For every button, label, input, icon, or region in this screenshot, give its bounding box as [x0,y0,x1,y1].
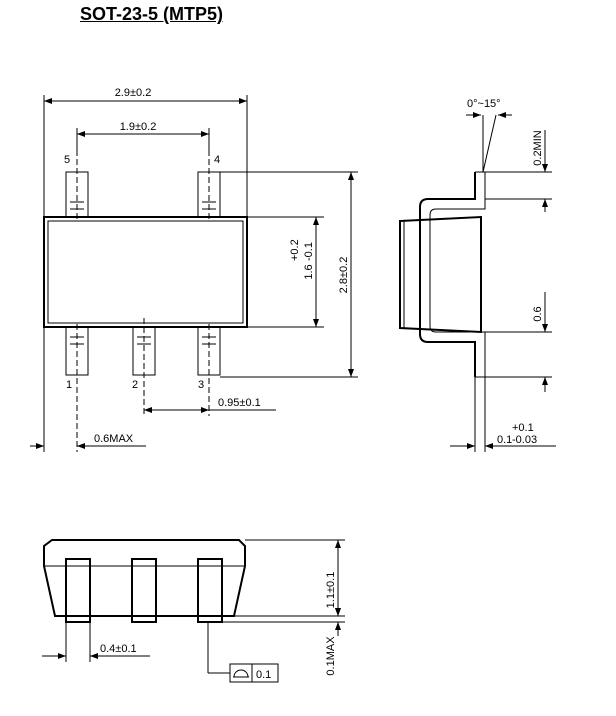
gull-wing-lead-inner [429,172,486,377]
pin-number-2: 2 [132,379,138,391]
front-view: 0.4±0.1 1.1±0.1 0.1MAX 0.1 [42,539,345,683]
dim-lead-min: 0.2MIN [532,130,544,166]
tolerance-frame [229,663,279,683]
top-view: 2.9±0.2 1.9±0.2 5 4 1 2 3 1.6 +0.2 -0.1 … [30,87,358,452]
dim-standoff-max: 0.1MAX [325,636,337,676]
dim-body-width: 1.6 [303,264,315,279]
side-body [399,215,482,334]
front-body [43,539,246,617]
front-lead-3 [197,558,223,623]
dim-total-length: 2.8±0.2 [338,257,350,294]
package-body [43,216,248,328]
gull-wing-lead-outer [419,172,476,377]
package-body-inner [47,220,244,324]
dim-pitch: 0.95±0.1 [218,397,261,409]
front-lead-1 [65,558,91,623]
dim-lead-thickness-tol-plus: +0.1 [512,422,534,434]
side-view: 0°~15° 0.2MIN 0.6 0.1 +0.1 -0.03 [399,98,556,452]
tolerance-frame-value: 0.1 [256,669,271,681]
pin-number-1: 1 [66,379,72,391]
dim-lead-thickness: 0.1 [497,434,512,446]
dim-foot-length: 0.6 [532,306,544,321]
dim-angle: 0°~15° [467,98,501,110]
dim-body-width-tol-minus: -0.1 [303,242,315,261]
dim-lead-width: 0.4±0.1 [100,643,137,655]
dim-body-width-tol-plus: +0.2 [289,239,301,261]
dim-total-width: 2.9±0.2 [115,87,152,99]
front-lead-2 [131,558,157,623]
dim-lead-span: 1.9±0.2 [120,121,157,133]
pin-number-5: 5 [64,154,70,166]
dim-height: 1.1±0.1 [325,572,337,609]
dim-lead-thickness-tol-minus: -0.03 [512,434,537,446]
page-title: SOT-23-5 (MTP5) [80,4,224,24]
flatness-symbol-icon [233,669,249,678]
pin-number-4: 4 [214,154,220,166]
pin-number-3: 3 [198,379,204,391]
dim-offset-max: 0.6MAX [94,433,134,445]
